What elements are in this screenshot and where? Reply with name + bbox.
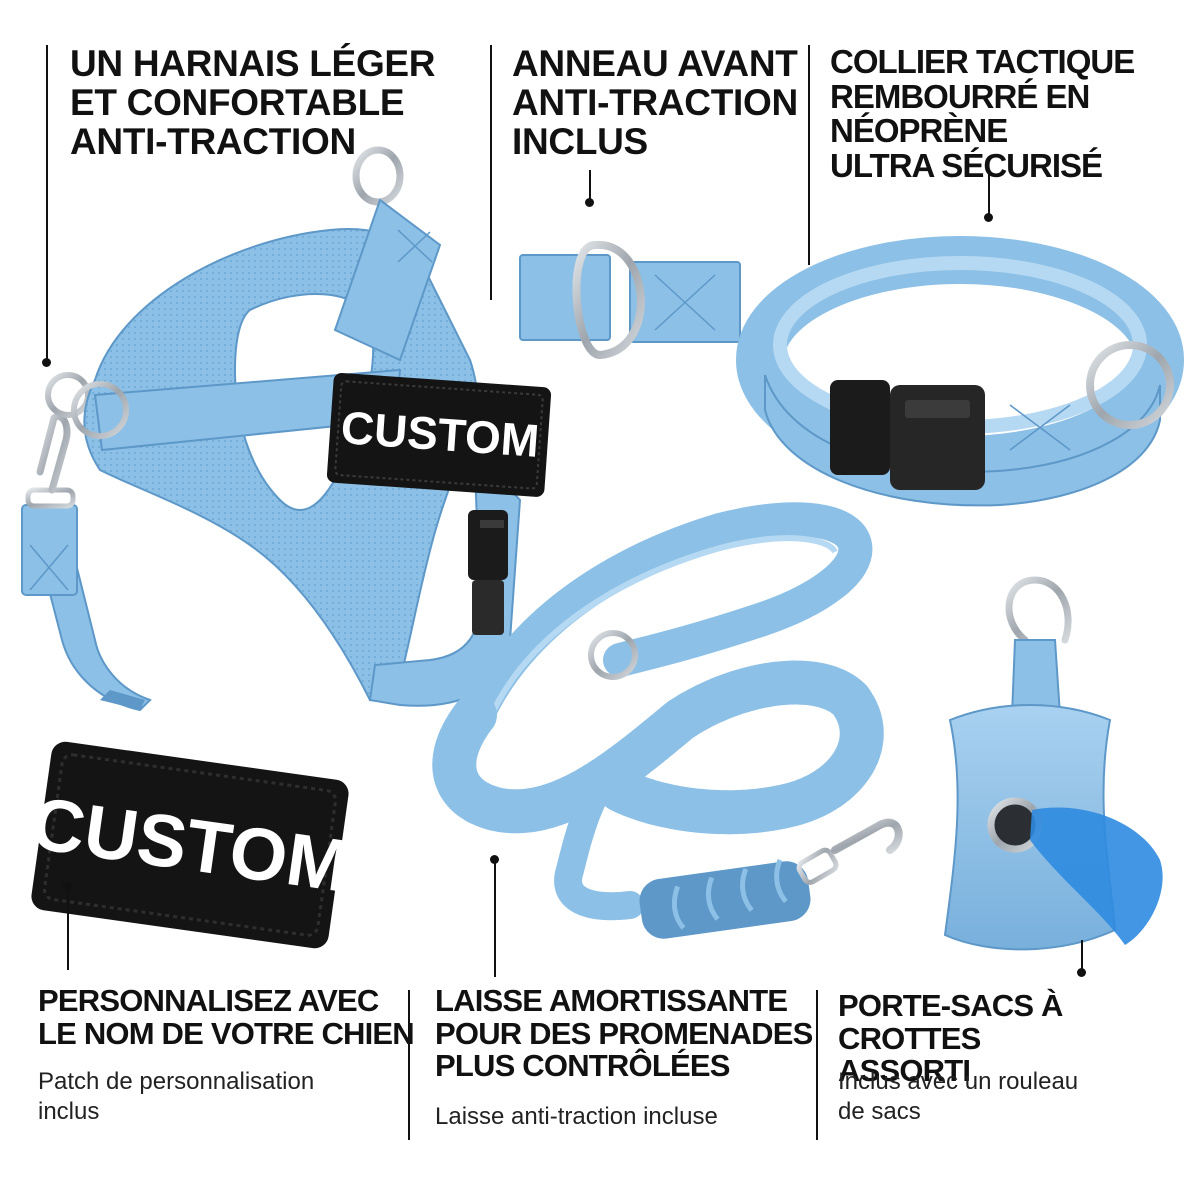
patch-caption-sub: Patch de personnalisation inclus <box>38 1068 315 1125</box>
leash-handle <box>458 502 873 737</box>
leash-snap-hook <box>796 818 903 885</box>
collar-connector-line <box>988 170 990 215</box>
leash-traffic-grip <box>639 859 811 939</box>
collar-connector-dot <box>984 213 993 222</box>
harness-connector-dot <box>42 358 51 367</box>
ring-strap-left <box>519 254 611 341</box>
ring-d-ring <box>572 240 645 360</box>
ring-connector-dot <box>585 198 594 207</box>
leash-bungee <box>432 660 884 835</box>
patch-connector-line <box>67 890 69 970</box>
leash-connector-dot <box>490 855 499 864</box>
harness-connector-line <box>46 45 48 360</box>
harness-side-ring <box>71 381 129 439</box>
ring-connector-line <box>589 170 591 200</box>
bag-caption-sub: Inclus avec un rouleau de sacs <box>838 1068 1079 1125</box>
name-patch-icon: CUSTOM <box>26 741 354 949</box>
leash-caption-title: LAISSE AMORTISSANTE POUR DES PROMENADES … <box>435 983 813 1084</box>
bag-bottom-divider <box>816 990 818 1140</box>
harness-top-d-ring <box>352 146 404 206</box>
front-ring-strap-icon <box>519 240 741 360</box>
patch-connector-dot <box>63 882 72 891</box>
bungee-leash-icon <box>432 502 903 939</box>
ring-top-divider <box>490 45 492 300</box>
collar-top-divider <box>808 45 810 265</box>
bag-connector-line <box>1081 940 1083 972</box>
leash-o-ring <box>588 630 638 680</box>
harness-caption: UN HARNAIS LÉGER ET CONFORTABLE ANTI-TRA… <box>70 43 436 162</box>
collar-d-ring <box>1086 341 1174 429</box>
harness-side-strap-end <box>21 504 78 596</box>
poop-bag-holder-icon <box>943 576 1163 951</box>
leash-bottom-divider <box>408 990 410 1140</box>
bag-carabiner <box>1005 576 1072 644</box>
bag-roll <box>1030 807 1163 945</box>
dog-harness-icon: CUSTOM <box>21 146 552 712</box>
collar-caption: COLLIER TACTIQUE REMBOURRÉ EN NÉOPRÈNE U… <box>830 43 1135 184</box>
leash-lower-strap <box>554 746 644 921</box>
collar-buckle-icon <box>830 380 985 490</box>
harness-buckle-icon <box>468 510 508 635</box>
padded-collar-icon <box>736 236 1184 507</box>
harness-snap-hook <box>36 413 71 494</box>
bag-loop-strap <box>1010 639 1062 716</box>
leash-caption-sub: Laisse anti-traction incluse <box>435 1103 718 1130</box>
patch-caption-title: PERSONNALISEZ AVEC LE NOM DE VOTRE CHIEN <box>38 983 415 1051</box>
bag-caption-title: PORTE-SACS À CROTTES ASSORTI <box>838 988 1063 1089</box>
harness-name-patch: CUSTOM <box>326 372 552 497</box>
ring-caption: ANNEAU AVANT ANTI-TRACTION INCLUS <box>512 43 798 162</box>
bag-connector-dot <box>1077 968 1086 977</box>
leash-connector-line <box>494 862 496 977</box>
